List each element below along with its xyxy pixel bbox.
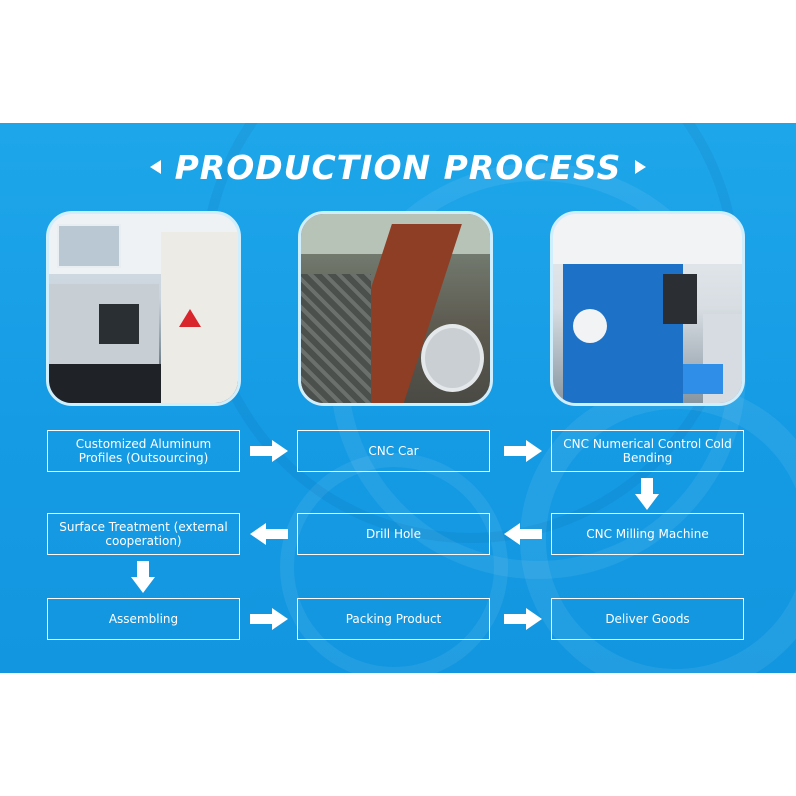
flow-arrow-right-icon <box>250 440 288 462</box>
title-right-arrow-icon <box>635 160 647 174</box>
cnc-milling-machine-photo <box>550 211 745 406</box>
step-box-cnc-cold-bending: CNC Numerical Control Cold Bending <box>551 430 744 472</box>
step-box-cnc-milling-machine: CNC Milling Machine <box>551 513 744 555</box>
title-left-arrow-icon <box>149 160 161 174</box>
step-box-deliver-goods: Deliver Goods <box>551 598 744 640</box>
title-row: PRODUCTION PROCESS <box>0 145 796 189</box>
flow-arrow-left-icon <box>250 523 288 545</box>
flow-arrow-down-icon <box>131 561 155 593</box>
background-decoration <box>280 453 508 673</box>
step-box-cnc-car: CNC Car <box>297 430 490 472</box>
flow-arrow-right-icon <box>504 440 542 462</box>
page-title: PRODUCTION PROCESS <box>174 147 622 187</box>
cnc-lathe-workshop-photo <box>46 211 241 406</box>
step-box-assembling: Assembling <box>47 598 240 640</box>
step-box-packing-product: Packing Product <box>297 598 490 640</box>
step-box-drill-hole: Drill Hole <box>297 513 490 555</box>
flow-arrow-down-icon <box>635 478 659 510</box>
production-process-banner: PRODUCTION PROCESS Customized Aluminum P… <box>0 123 796 673</box>
step-box-customized-aluminum-profiles: Customized Aluminum Profiles (Outsourcin… <box>47 430 240 472</box>
flow-arrow-right-icon <box>250 608 288 630</box>
flow-arrow-right-icon <box>504 608 542 630</box>
step-box-surface-treatment: Surface Treatment (external cooperation) <box>47 513 240 555</box>
flow-arrow-left-icon <box>504 523 542 545</box>
aluminum-profile-conveyor-photo <box>298 211 493 406</box>
